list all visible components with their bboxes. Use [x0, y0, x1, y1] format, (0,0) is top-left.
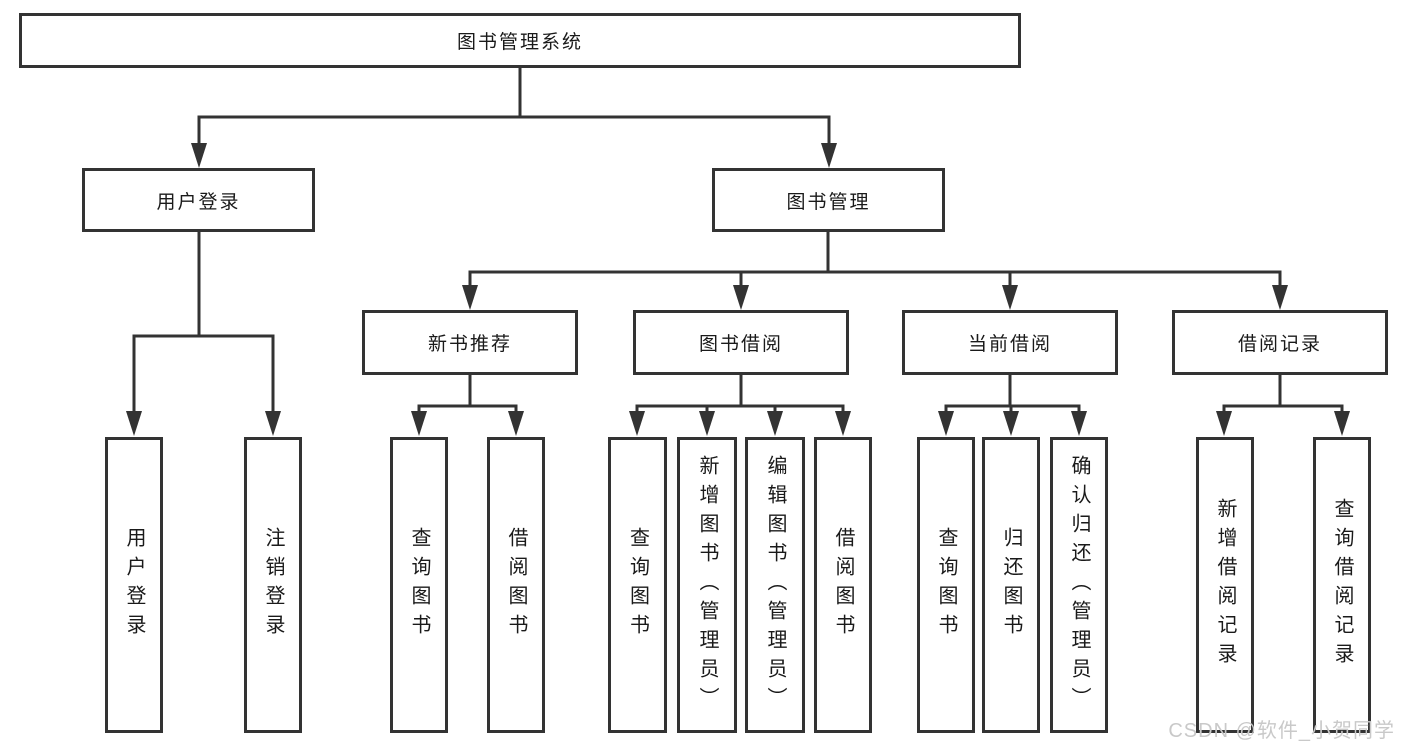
- leaf-logout: 注销登录: [244, 437, 302, 733]
- arrowhead: [126, 411, 142, 436]
- node-label: 新书推荐: [427, 334, 512, 355]
- arrowhead: [462, 285, 478, 310]
- connector-book-management: [468, 230, 1282, 289]
- node-label: 归还图书: [1000, 527, 1022, 643]
- node-label: 借阅记录: [1237, 334, 1322, 355]
- arrowhead: [265, 411, 281, 436]
- leaf-query-books-recommend: 查询图书: [390, 437, 448, 733]
- node-label: 查询图书: [408, 527, 430, 643]
- leaf-borrow-books-borrow: 借阅图书: [814, 437, 872, 733]
- leaf-query-books-borrow: 查询图书: [608, 437, 667, 733]
- connector-new-book-recommend: [417, 373, 518, 415]
- arrowhead: [1272, 285, 1288, 310]
- node-book-management: 图书管理: [712, 168, 945, 232]
- arrowheads: [126, 143, 1350, 436]
- watermark-text: CSDN @软件_小贺同学: [1168, 720, 1395, 742]
- node-label: 借阅图书: [832, 527, 854, 643]
- leaf-query-books-current: 查询图书: [917, 437, 975, 733]
- connector-book-borrow: [635, 373, 845, 415]
- node-label: 查询图书: [935, 527, 957, 643]
- node-borrow-records: 借阅记录: [1172, 310, 1388, 375]
- node-label: 查询图书: [626, 527, 649, 643]
- arrowhead: [1003, 411, 1019, 436]
- node-label: 图书管理系统: [456, 32, 583, 53]
- arrowhead: [767, 411, 783, 436]
- node-label: 编辑图书（管理员）: [764, 454, 786, 716]
- node-label: 确认归还（管理员）: [1068, 454, 1090, 716]
- node-label: 当前借阅: [967, 334, 1052, 355]
- arrowhead: [1071, 411, 1087, 436]
- node-user-login: 用户登录: [82, 168, 315, 232]
- node-root: 图书管理系统: [19, 13, 1021, 68]
- arrowhead: [938, 411, 954, 436]
- leaf-edit-book-admin: 编辑图书（管理员）: [745, 437, 805, 733]
- connector-root: [197, 66, 831, 148]
- connector-user-login: [132, 230, 275, 415]
- leaf-confirm-return-admin: 确认归还（管理员）: [1050, 437, 1108, 733]
- connector-current-borrow: [944, 373, 1081, 415]
- node-book-borrow: 图书借阅: [633, 310, 849, 375]
- arrowhead: [1216, 411, 1232, 436]
- arrowhead: [629, 411, 645, 436]
- node-new-book-recommend: 新书推荐: [362, 310, 578, 375]
- arrowhead: [821, 143, 837, 168]
- node-current-borrow: 当前借阅: [902, 310, 1118, 375]
- arrowhead: [508, 411, 524, 436]
- arrowhead: [835, 411, 851, 436]
- leaf-add-book-admin: 新增图书（管理员）: [677, 437, 737, 733]
- node-label: 查询借阅记录: [1331, 498, 1353, 672]
- node-label: 新增图书（管理员）: [696, 454, 718, 716]
- node-label: 新增借阅记录: [1214, 498, 1236, 672]
- arrowhead: [733, 285, 749, 310]
- arrowhead: [411, 411, 427, 436]
- leaf-user-login: 用户登录: [105, 437, 163, 733]
- node-label: 图书管理: [786, 191, 871, 213]
- arrowhead: [191, 143, 207, 168]
- node-label: 用户登录: [156, 191, 241, 213]
- arrowhead: [1002, 285, 1018, 310]
- leaf-add-borrow-record: 新增借阅记录: [1196, 437, 1254, 733]
- connector-borrow-records: [1222, 373, 1344, 415]
- leaf-borrow-books-recommend: 借阅图书: [487, 437, 545, 733]
- leaf-return-books: 归还图书: [982, 437, 1040, 733]
- node-label: 图书借阅: [698, 334, 783, 355]
- arrowhead: [699, 411, 715, 436]
- node-label: 用户登录: [123, 527, 145, 643]
- node-label: 借阅图书: [505, 527, 527, 643]
- node-label: 注销登录: [262, 527, 284, 643]
- leaf-query-borrow-record: 查询借阅记录: [1313, 437, 1371, 733]
- arrowhead: [1334, 411, 1350, 436]
